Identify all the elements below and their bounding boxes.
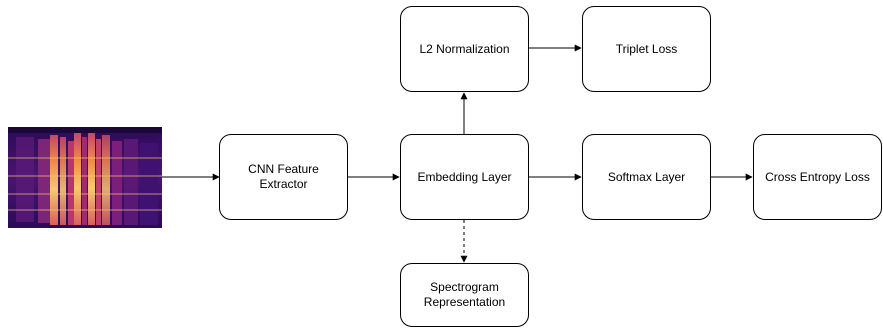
embedding-layer-node: Embedding Layer	[400, 134, 529, 220]
spectrogram-representation-label: Spectrogram Representation	[423, 280, 506, 309]
l2-normalization-node: L2 Normalization	[400, 6, 529, 92]
triplet-loss-label: Triplet Loss	[615, 41, 678, 56]
triplet-loss-node: Triplet Loss	[582, 6, 711, 92]
cnn-feature-extractor-label: CNN Feature Extractor	[248, 162, 319, 191]
spectrogram-representation-node: Spectrogram Representation	[400, 263, 529, 327]
l2-normalization-label: L2 Normalization	[419, 41, 510, 56]
softmax-layer-label: Softmax Layer	[607, 169, 686, 184]
cross-entropy-loss-label: Cross Entropy Loss	[765, 169, 870, 184]
spectrogram-graphic	[8, 127, 162, 228]
embedding-layer-label: Embedding Layer	[417, 169, 512, 184]
cnn-feature-extractor-node: CNN Feature Extractor	[219, 134, 348, 220]
spectrogram-image	[8, 127, 162, 228]
softmax-layer-node: Softmax Layer	[582, 134, 711, 220]
cross-entropy-loss-node: Cross Entropy Loss	[753, 134, 882, 220]
